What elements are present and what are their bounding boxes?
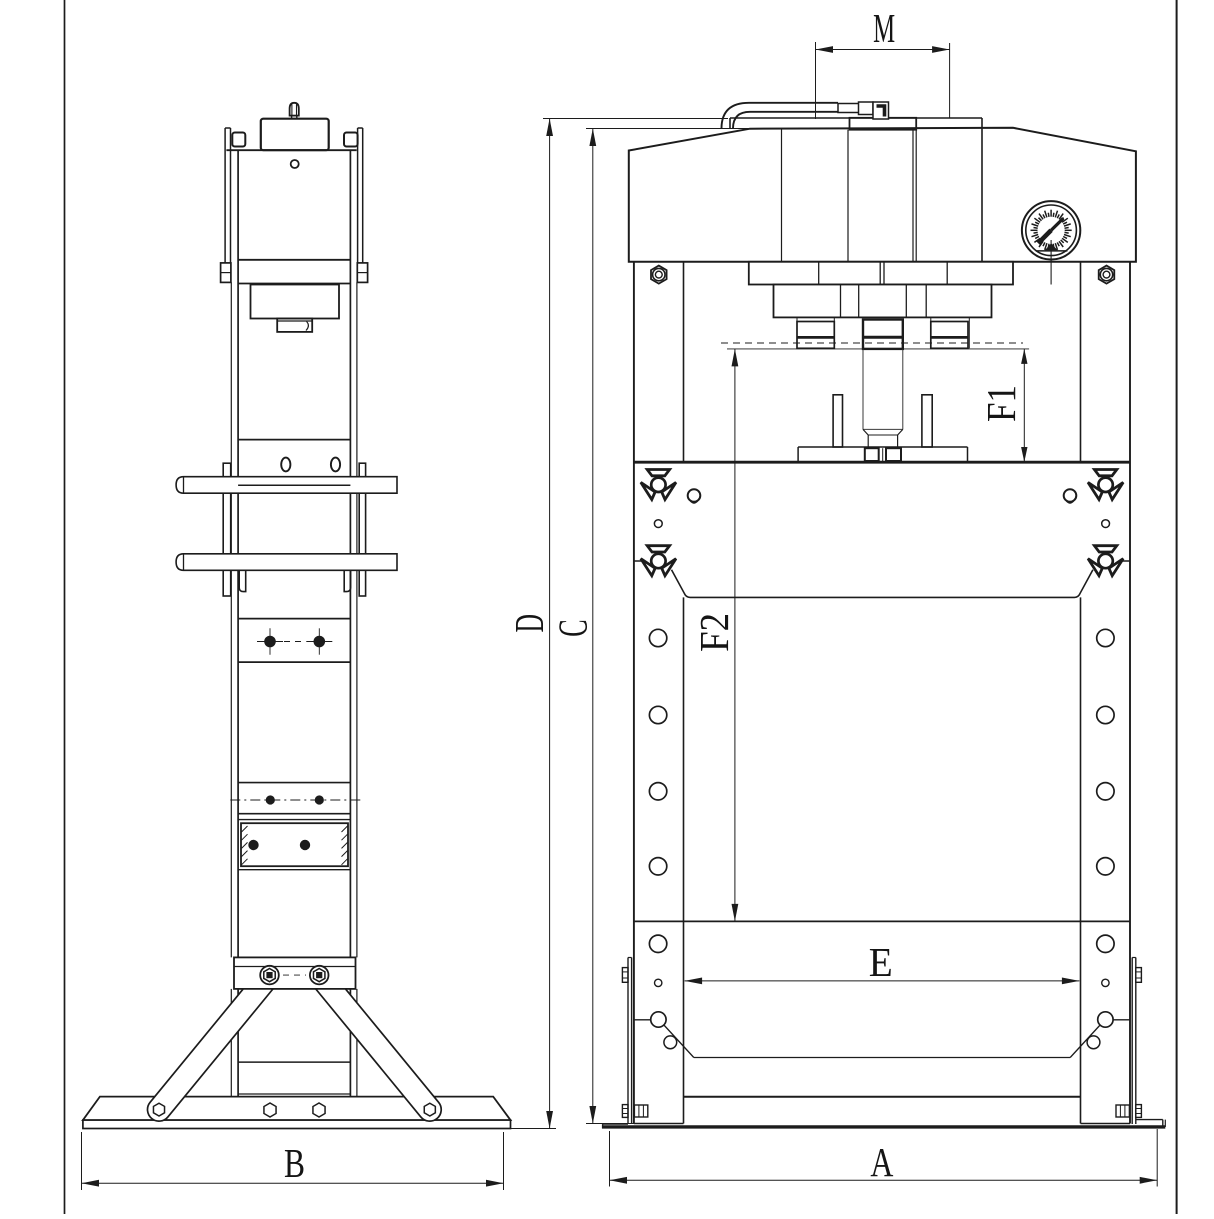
svg-text:M: M — [873, 5, 895, 51]
svg-text:F2: F2 — [691, 613, 737, 652]
svg-text:B: B — [284, 1140, 305, 1186]
svg-text:C: C — [550, 619, 596, 637]
svg-text:A: A — [870, 1139, 893, 1185]
svg-text:E: E — [869, 939, 893, 985]
svg-text:F1: F1 — [978, 385, 1024, 422]
svg-text:D: D — [506, 614, 552, 633]
